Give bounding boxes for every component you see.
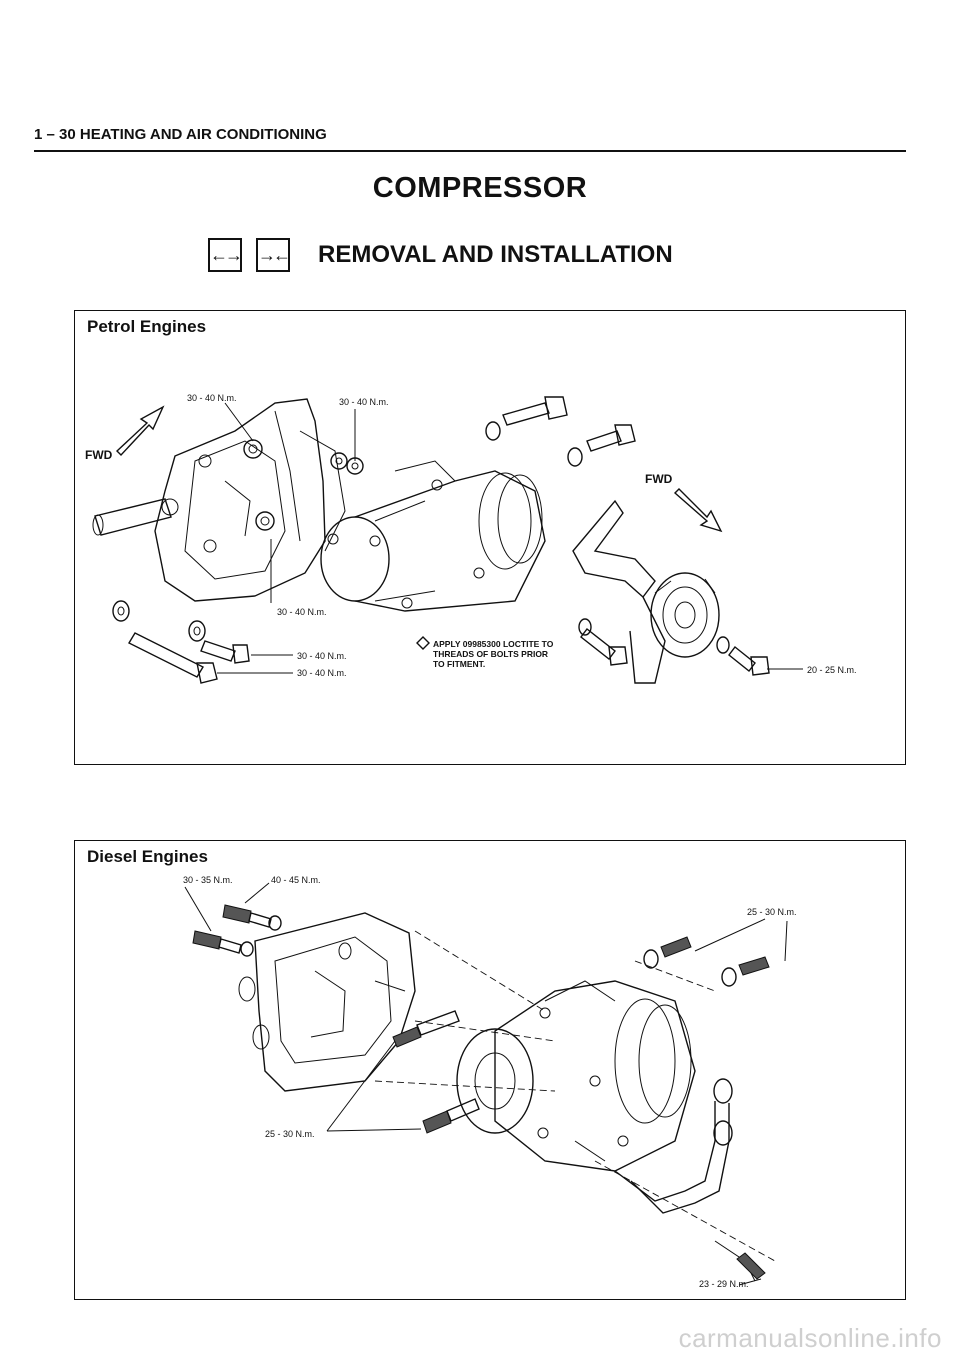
- bracket-bolt-top: [222, 904, 282, 931]
- torque-label: 30 - 40 N.m.: [339, 397, 389, 407]
- compressor-bolt-middle: [392, 1010, 460, 1048]
- site-watermark: carmanualsonline.info: [678, 1323, 942, 1353]
- torque-label: 40 - 45 N.m.: [271, 875, 321, 885]
- pivot-shaft: [92, 498, 172, 536]
- loctite-note-line1: APPLY 09985300 LOCTITE TO: [433, 639, 554, 649]
- bracket-bolt-right: [716, 636, 770, 676]
- fwd-arrow-right-icon: [673, 488, 723, 533]
- install-arrows-icon: →←: [256, 238, 291, 272]
- torque-label: 30 - 40 N.m.: [277, 607, 327, 617]
- page-header: 1 – 30 HEATING AND AIR CONDITIONING: [34, 126, 327, 143]
- torque-label: 30 - 40 N.m.: [187, 393, 237, 403]
- hose-bolt: [736, 1252, 766, 1280]
- refrigerant-hose: [614, 1078, 756, 1282]
- loctite-note-diamond-icon: [416, 636, 430, 650]
- petrol-engines-figure: Petrol Engines FWD: [74, 310, 906, 765]
- loctite-note-line3: TO FITMENT.: [433, 659, 485, 669]
- diesel-compressor-diagram: 30 - 35 N.m. 40 - 45 N.m. 25 - 30 N.m.: [183, 875, 797, 1289]
- torque-label: 23 - 29 N.m.: [699, 1279, 749, 1289]
- compressor-nuts: [330, 452, 364, 475]
- compressor-body: [320, 460, 546, 612]
- diesel-engines-figure: Diesel Engines 30 - 35 N.m. 40 - 45 N.m.…: [74, 840, 906, 1300]
- torque-label: 30 - 35 N.m.: [183, 875, 233, 885]
- header-rule: [34, 150, 906, 152]
- long-through-bolt: [128, 632, 218, 684]
- fwd-label-left: FWD: [85, 448, 113, 462]
- clutch-pulley: [650, 572, 720, 658]
- bracket-bolt-left: [578, 618, 628, 666]
- petrol-compressor-diagram: FWD 30 - 4: [85, 393, 857, 684]
- idler-bracket: [572, 499, 666, 684]
- compressor-bolt-upper-1: [485, 396, 568, 441]
- page-title: COMPRESSOR: [372, 172, 588, 204]
- remove-arrows-icon: ←→: [208, 238, 243, 272]
- diesel-engines-label: Diesel Engines: [87, 847, 208, 866]
- mounting-bracket: [154, 398, 346, 602]
- bracket-nut-lower: [255, 511, 275, 531]
- bracket-bolt-middle: [192, 930, 254, 957]
- torque-label: 25 - 30 N.m.: [265, 1129, 315, 1139]
- diesel-compressor-body: [456, 980, 696, 1172]
- diesel-mounting-bracket: [238, 912, 416, 1092]
- loctite-note-line2: THREADS OF BOLTS PRIOR: [433, 649, 548, 659]
- petrol-engines-label: Petrol Engines: [87, 317, 207, 336]
- section-heading-row: ←→ →← REMOVAL AND INSTALLATION: [208, 238, 673, 272]
- torque-label: 25 - 30 N.m.: [747, 907, 797, 917]
- compressor-bolt-right-lower: [721, 956, 770, 987]
- short-bolt: [200, 640, 250, 664]
- compressor-bolt-right-upper: [643, 936, 692, 969]
- fwd-label-right: FWD: [645, 472, 673, 486]
- fwd-arrow-left-icon: [115, 405, 165, 457]
- torque-label: 30 - 40 N.m.: [297, 651, 347, 661]
- bracket-nut-upper: [243, 439, 263, 459]
- compressor-bolt-upper-2: [567, 424, 636, 467]
- compressor-bolt-lower: [422, 1098, 480, 1134]
- washer-mid: [188, 620, 206, 642]
- torque-label: 30 - 40 N.m.: [297, 668, 347, 678]
- section-heading: REMOVAL AND INSTALLATION: [318, 241, 673, 268]
- washer-left: [112, 600, 130, 622]
- torque-label: 20 - 25 N.m.: [807, 665, 857, 675]
